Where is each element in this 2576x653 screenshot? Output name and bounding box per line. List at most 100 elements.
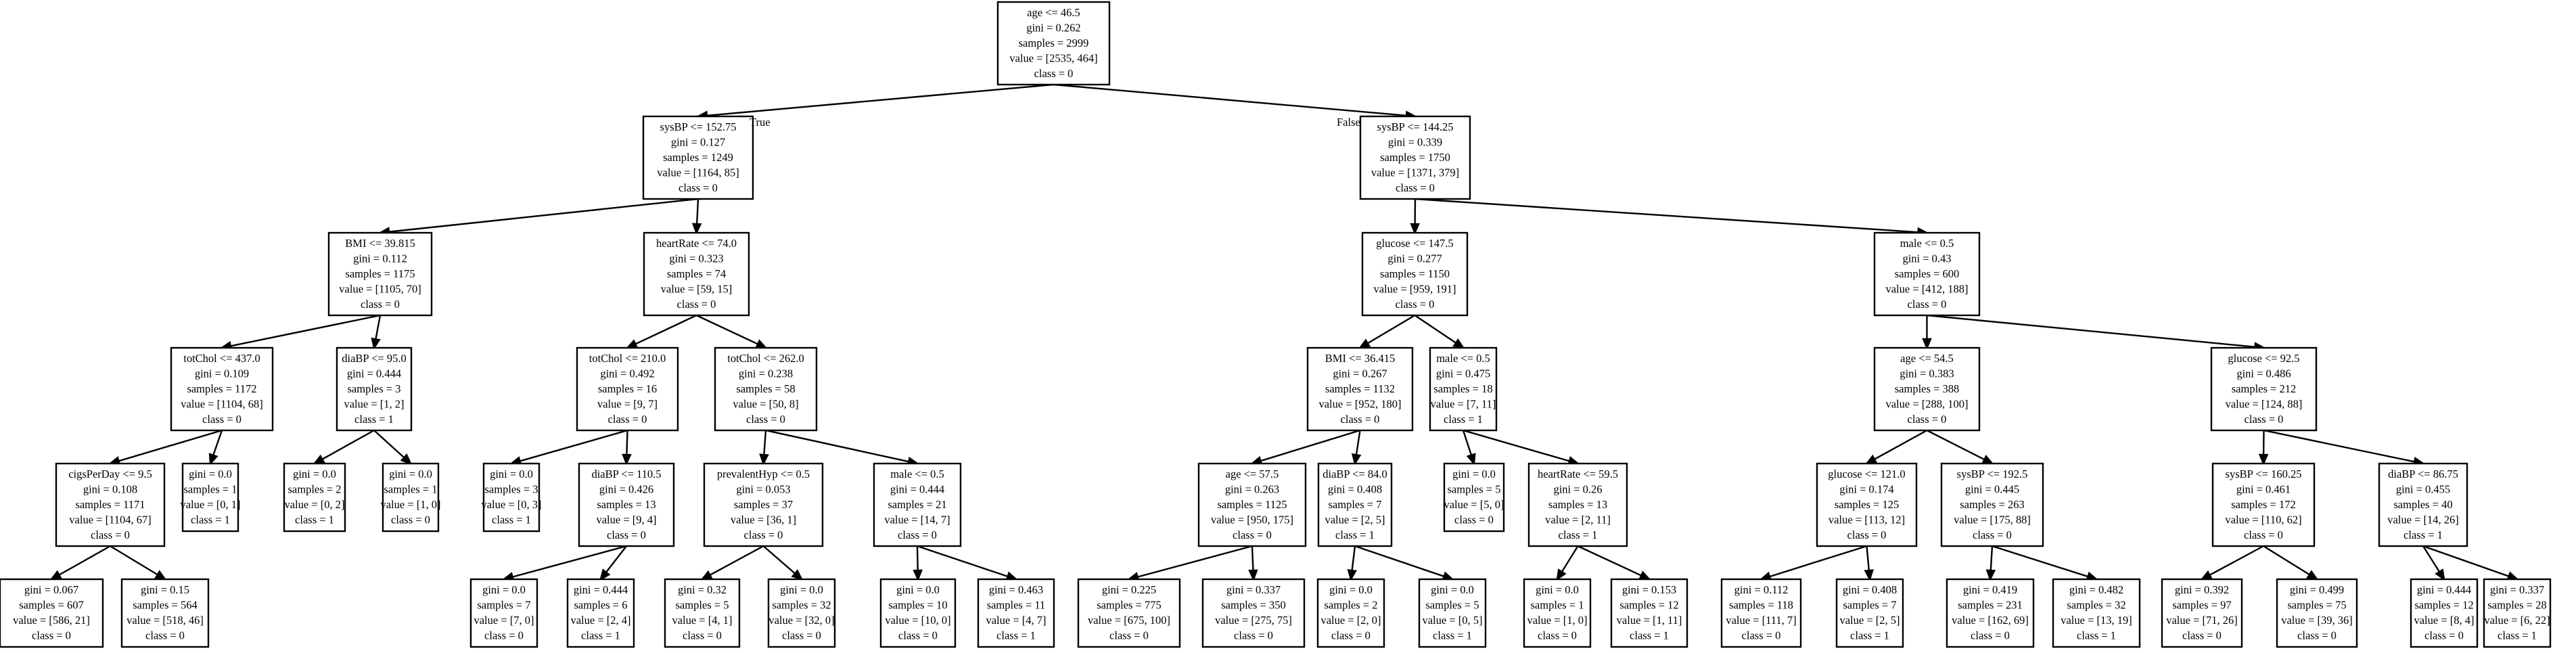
node-box [1359, 115, 1471, 200]
node-text-line: class = 0 [361, 298, 400, 311]
edge-label-true: True [750, 116, 770, 129]
node-text-line: value = [1, 0] [1527, 614, 1587, 627]
node-text-line: value = [14, 7] [884, 513, 950, 526]
node-text-line: gini = 0.0 [780, 583, 823, 596]
node-text-line: class = 0 [744, 528, 783, 541]
node-text-line: gini = 0.0 [293, 468, 336, 480]
node-text-line: gini = 0.153 [1622, 583, 1676, 596]
node-box [1317, 462, 1393, 547]
node-text-line: gini = 0.109 [195, 367, 249, 380]
node-text-line: value = [175, 88] [1954, 513, 2031, 526]
node-text-line: class = 0 [145, 629, 185, 642]
node-text-line: totChol <= 210.0 [589, 352, 666, 365]
node-box [1610, 578, 1688, 648]
node-box [1720, 578, 1802, 648]
node-text-line: gini = 0.174 [1839, 482, 1893, 495]
node-text-line: gini = 0.238 [739, 367, 793, 380]
edge-label-false: False [1337, 116, 1360, 129]
node-text-line: age <= 46.5 [1027, 6, 1080, 19]
node-text-line: value = [113, 12] [1828, 513, 1905, 526]
edge-n3-n8 [371, 315, 382, 351]
node-box [664, 578, 741, 648]
node-box [879, 578, 957, 648]
node-text-line: gini = 0.444 [2417, 583, 2471, 596]
edge-n10-n21 [759, 430, 769, 466]
node-box [1418, 578, 1487, 648]
node-text-line: class = 0 [1847, 528, 1887, 541]
edge-n14-n30 [2263, 429, 2426, 467]
node-text-line: male <= 0.5 [1436, 352, 1490, 365]
node-text-line: value = [1, 2] [344, 397, 404, 410]
edge-n5-n12 [1414, 315, 1465, 349]
node-text-line: value = [1371, 379] [1371, 166, 1459, 179]
node-text-line: samples = 7 [1329, 498, 1382, 511]
node-text-line: sysBP <= 144.25 [1377, 120, 1454, 133]
node-text-line: gini = 0.0 [389, 468, 432, 480]
edge-n15-n31 [49, 545, 111, 581]
node-text-line: gini = 0.408 [1843, 583, 1897, 596]
edge-n11-n24 [1351, 430, 1362, 466]
edge-n15-n32 [110, 545, 167, 581]
node-text-line: glucose <= 121.0 [1828, 468, 1905, 480]
node-text-line: class = 0 [1331, 629, 1371, 642]
node-text-line: gini = 0.0 [1536, 583, 1579, 596]
node-text-line: samples = 1175 [345, 267, 415, 280]
edge-n13-n28 [1926, 429, 1994, 465]
node-text-line: class = 1 [2498, 629, 2537, 642]
edge-n4-n10 [695, 314, 768, 349]
edge-n4-n9 [625, 314, 697, 349]
node-text-line: gini = 0.475 [1436, 367, 1490, 380]
node-text-line: class = 1 [1850, 629, 1889, 642]
node-text-line: samples = 212 [2232, 382, 2296, 395]
node-box [1523, 578, 1592, 648]
node-text-line: class = 0 [1234, 629, 1273, 642]
node-box [2210, 346, 2318, 432]
node-text-line: gini = 0.112 [1734, 583, 1789, 596]
node-text-line: value = [0, 1] [180, 498, 240, 511]
node-box [120, 578, 210, 648]
node-text-line: gini = 0.499 [2290, 583, 2344, 596]
node-box [382, 462, 440, 533]
node-text-line: gini = 0.0 [482, 583, 526, 596]
node-text-line: sysBP <= 192.5 [1957, 468, 2028, 480]
node-text-line: class = 1 [492, 514, 531, 526]
node-text-line: class = 1 [295, 514, 334, 526]
node-text-line: gini = 0.43 [1902, 252, 1951, 265]
node-text-line: samples = 12 [1619, 599, 1678, 612]
node-text-line: class = 0 [32, 629, 71, 642]
edge-n12-n26 [1463, 429, 1580, 466]
edge-n0-n1 [695, 83, 1054, 121]
node-text-line: gini = 0.15 [141, 583, 189, 596]
node-text-line: class = 0 [1908, 413, 1947, 426]
node-text-line: samples = 5 [1448, 483, 1501, 496]
node-text-line: samples = 118 [1729, 599, 1793, 612]
node-box [703, 462, 824, 547]
node-text-line: samples = 3 [348, 382, 401, 395]
node-box [1816, 462, 1918, 547]
node-text-line: value = [959, 191] [1373, 282, 1456, 295]
node-text-line: value = [8, 4] [2414, 614, 2474, 627]
node-text-line: value = [32, 0] [768, 614, 834, 627]
edge-n23-n39 [1127, 545, 1253, 582]
edge-n27-n45 [1759, 545, 1867, 581]
edge-n1-n3 [377, 198, 699, 237]
node-text-line: class = 0 [1341, 413, 1380, 426]
node-text-line: sysBP <= 152.75 [660, 120, 737, 133]
node-text-line: value = [275, 75] [1215, 614, 1292, 627]
node-text-line: gini = 0.0 [896, 583, 940, 596]
